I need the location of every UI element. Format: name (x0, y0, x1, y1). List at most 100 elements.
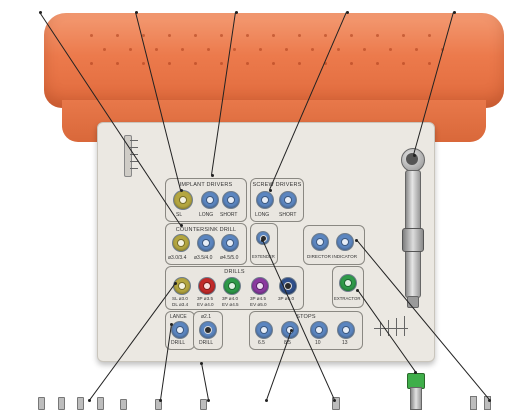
lid-vent-hole (324, 34, 327, 37)
screw-drivers-title: SCREW DRIVERS (252, 182, 302, 188)
director-indicator-slot-2[interactable] (337, 234, 353, 250)
lid-vent-hole (402, 34, 405, 37)
lid-vent-hole (233, 48, 236, 51)
drill-sl-3-0-slot[interactable] (174, 278, 190, 294)
pilot-drill-panel: ø2.1 DRILL (193, 311, 223, 350)
lid-vent-hole (311, 48, 314, 51)
extender-label: EXTENDER (252, 254, 275, 259)
screw-driver-long-slot[interactable] (257, 192, 273, 208)
leader-dot (179, 223, 183, 227)
implant-driver-sl-slot[interactable] (174, 191, 192, 209)
drill-3p-4-0-slot[interactable] (224, 278, 240, 294)
lid-vent-hole (285, 48, 288, 51)
lid-vent-hole (428, 34, 431, 37)
stop-10-label: 10 (315, 340, 321, 346)
leader-dot (134, 10, 138, 14)
stop-6-5-slot[interactable] (256, 322, 272, 338)
lid-vent-hole (168, 62, 171, 65)
leader-dot (38, 10, 42, 14)
leader-dot (332, 398, 336, 402)
stops-title: STOPS (296, 314, 316, 320)
leader-dot (487, 398, 491, 402)
pilot-drill-title: ø2.1 (201, 314, 212, 320)
leader-dot (158, 398, 162, 402)
extractor-slot[interactable] (340, 275, 356, 291)
lid-vent-hole (298, 62, 301, 65)
extractor-label: EXTRACTOR (334, 296, 361, 301)
lid-vent-hole (194, 62, 197, 65)
drill-3p-3-5-slot[interactable] (199, 278, 215, 294)
lance-drill-slot[interactable] (172, 322, 188, 338)
leader-dot (345, 10, 349, 14)
stops-panel: STOPS 6.5 8.5 10 13 (249, 311, 363, 350)
lid-vent-hole (207, 48, 210, 51)
drills-title: DRILLS (224, 269, 245, 275)
lid-vent-hole (116, 34, 119, 37)
lid-vent-hole (376, 34, 379, 37)
stop-6-5-label: 6.5 (258, 340, 265, 346)
lid-vent-hole (220, 34, 223, 37)
implant-driver-long-slot[interactable] (202, 192, 218, 208)
stop-13-slot[interactable] (338, 322, 354, 338)
lid-vent-hole (363, 48, 366, 51)
lid-vent-hole (142, 34, 145, 37)
lid-vent-hole (168, 34, 171, 37)
director-indicator-label: DIRECTOR INDICATOR (307, 254, 358, 259)
leader-dot (268, 188, 272, 192)
director-indicator-slot-1[interactable] (312, 234, 328, 250)
leader-dot (206, 398, 210, 402)
stop-8-5-label: 8.5 (284, 340, 291, 346)
leader-dot (169, 322, 173, 326)
lid-vent-hole (350, 62, 353, 65)
lid-vent-hole (337, 48, 340, 51)
lid-vent-hole (116, 62, 119, 65)
lid-vent-hole (415, 48, 418, 51)
countersink-4-5-label: ø4.5/5.0 (220, 255, 239, 261)
lid-vent-hole (246, 62, 249, 65)
screw-driver-short-slot[interactable] (280, 192, 296, 208)
lid-vent-hole (428, 62, 431, 65)
lance-drill-label: DRILL (171, 340, 186, 346)
lid-vent-hole (402, 62, 405, 65)
extractor-panel: EXTRACTOR (332, 266, 364, 308)
extender-slot[interactable] (257, 232, 269, 244)
leader-dot (199, 361, 203, 365)
drill-3p-4-5-slot[interactable] (252, 278, 268, 294)
stop-13-label: 13 (342, 340, 348, 346)
leader-dot (210, 173, 214, 177)
leader-dot (264, 398, 268, 402)
extender-panel: EXTENDER (250, 223, 278, 265)
implant-drivers-title: IMPLANT DRIVERS (179, 182, 233, 188)
countersink-3-5-label: ø3.5/4.0 (194, 255, 213, 261)
stop-10-slot[interactable] (311, 322, 327, 338)
countersink-3-0-slot[interactable] (173, 235, 189, 251)
implant-driver-short-label: SHORT (220, 212, 238, 218)
lance-title: LANCE (170, 314, 187, 320)
screw-driver-short-label: SHORT (279, 212, 297, 218)
lid-vent-hole (272, 62, 275, 65)
implant-driver-short-slot[interactable] (223, 192, 239, 208)
kit-lid (44, 13, 504, 108)
leader-dot (452, 10, 456, 14)
lid-vent-hole (90, 34, 93, 37)
lid-vent-hole (376, 62, 379, 65)
lid-vent-hole (298, 34, 301, 37)
lid-vent-hole (389, 48, 392, 51)
lid-vent-hole (103, 48, 106, 51)
countersink-4-5-slot[interactable] (222, 235, 238, 251)
director-indicator-panel: DIRECTOR INDICATOR (303, 225, 365, 265)
lid-vent-hole (246, 34, 249, 37)
leader-dot (87, 398, 91, 402)
lid-vent-hole (350, 34, 353, 37)
countersink-3-5-slot[interactable] (198, 235, 214, 251)
leader-dot (354, 238, 358, 242)
implant-driver-sl-label: SL (176, 212, 183, 218)
pilot-drill-slot[interactable] (200, 322, 216, 338)
leader-dot (412, 153, 416, 157)
leader-dot (355, 288, 359, 292)
